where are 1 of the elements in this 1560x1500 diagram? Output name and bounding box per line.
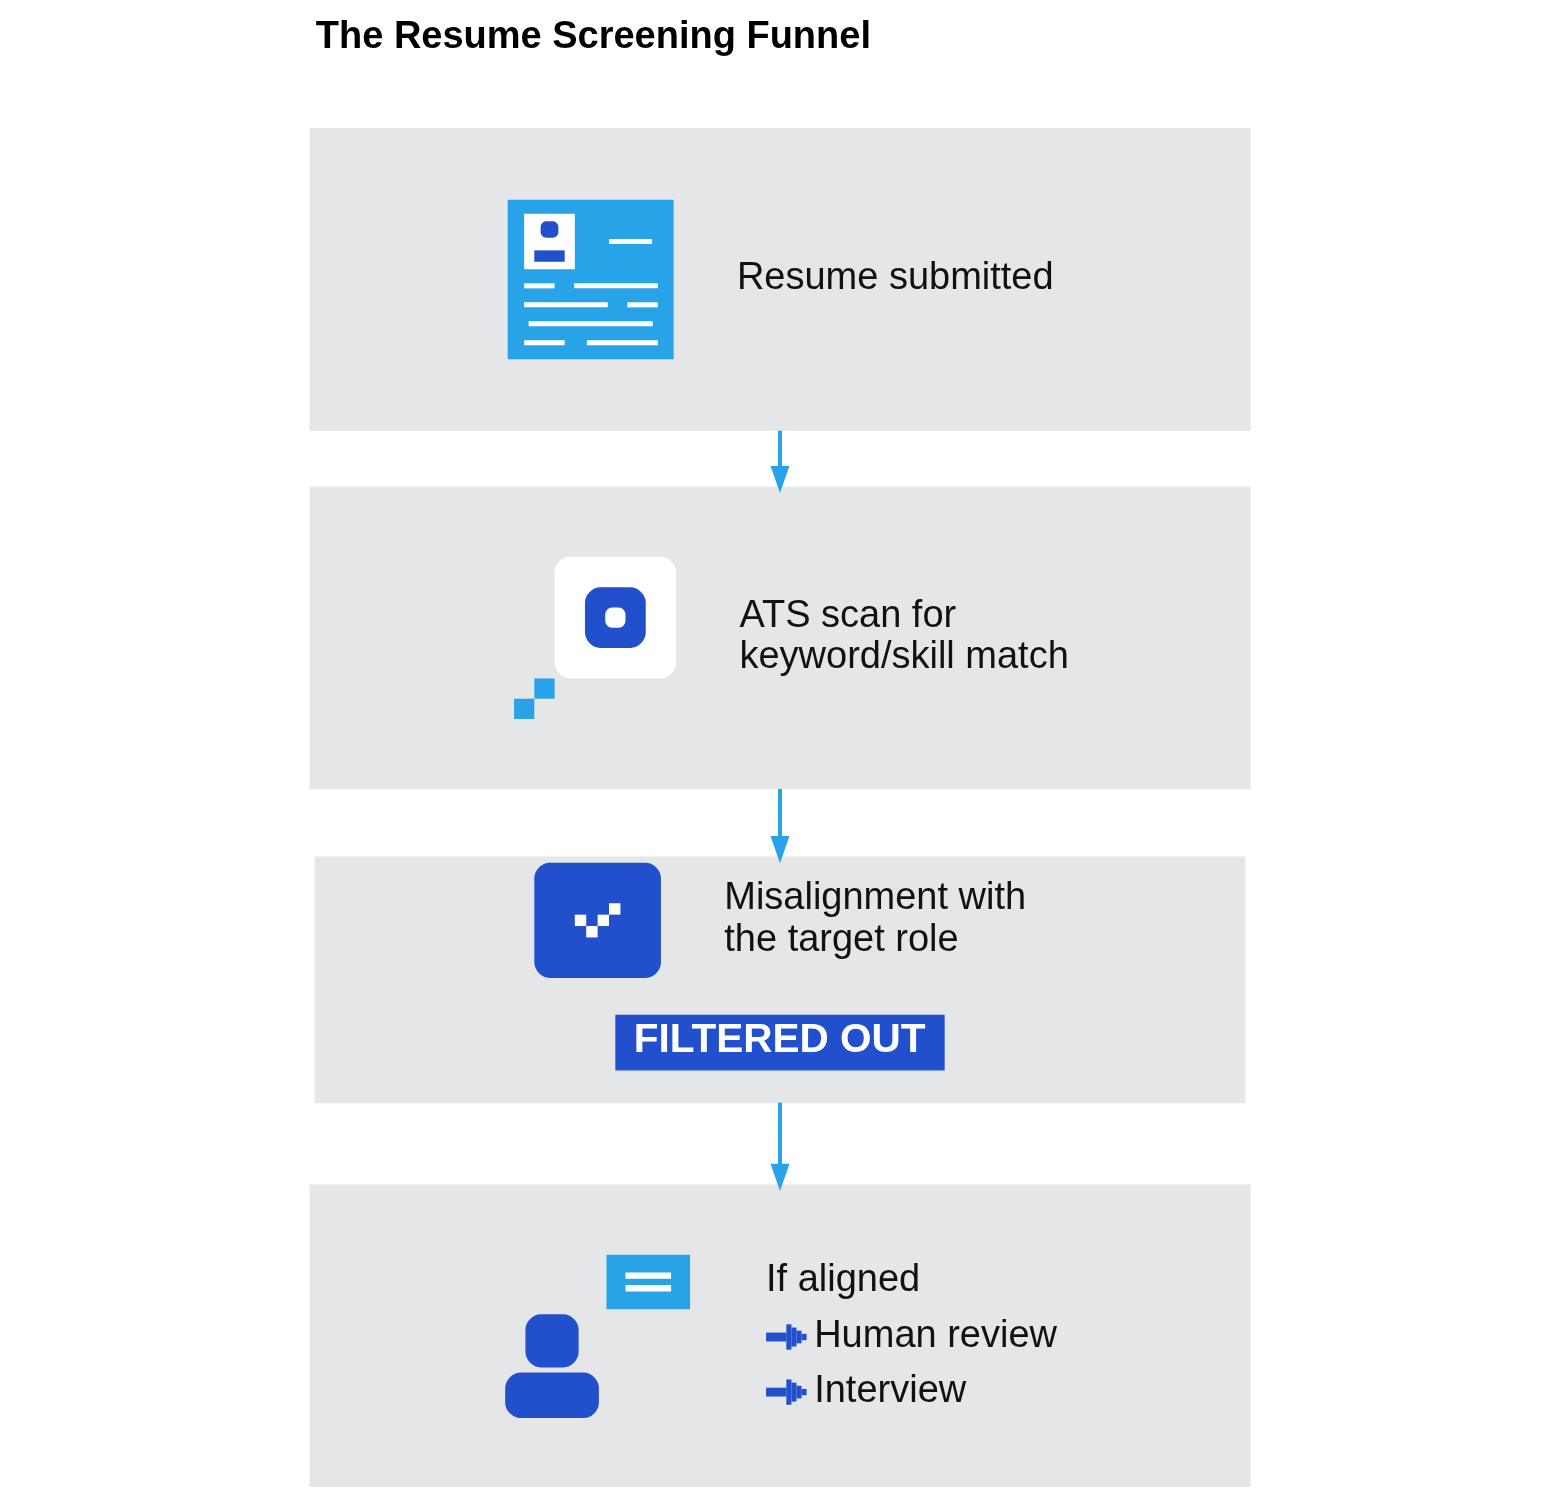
diagram-title: The Resume Screening Funnel <box>315 14 871 57</box>
